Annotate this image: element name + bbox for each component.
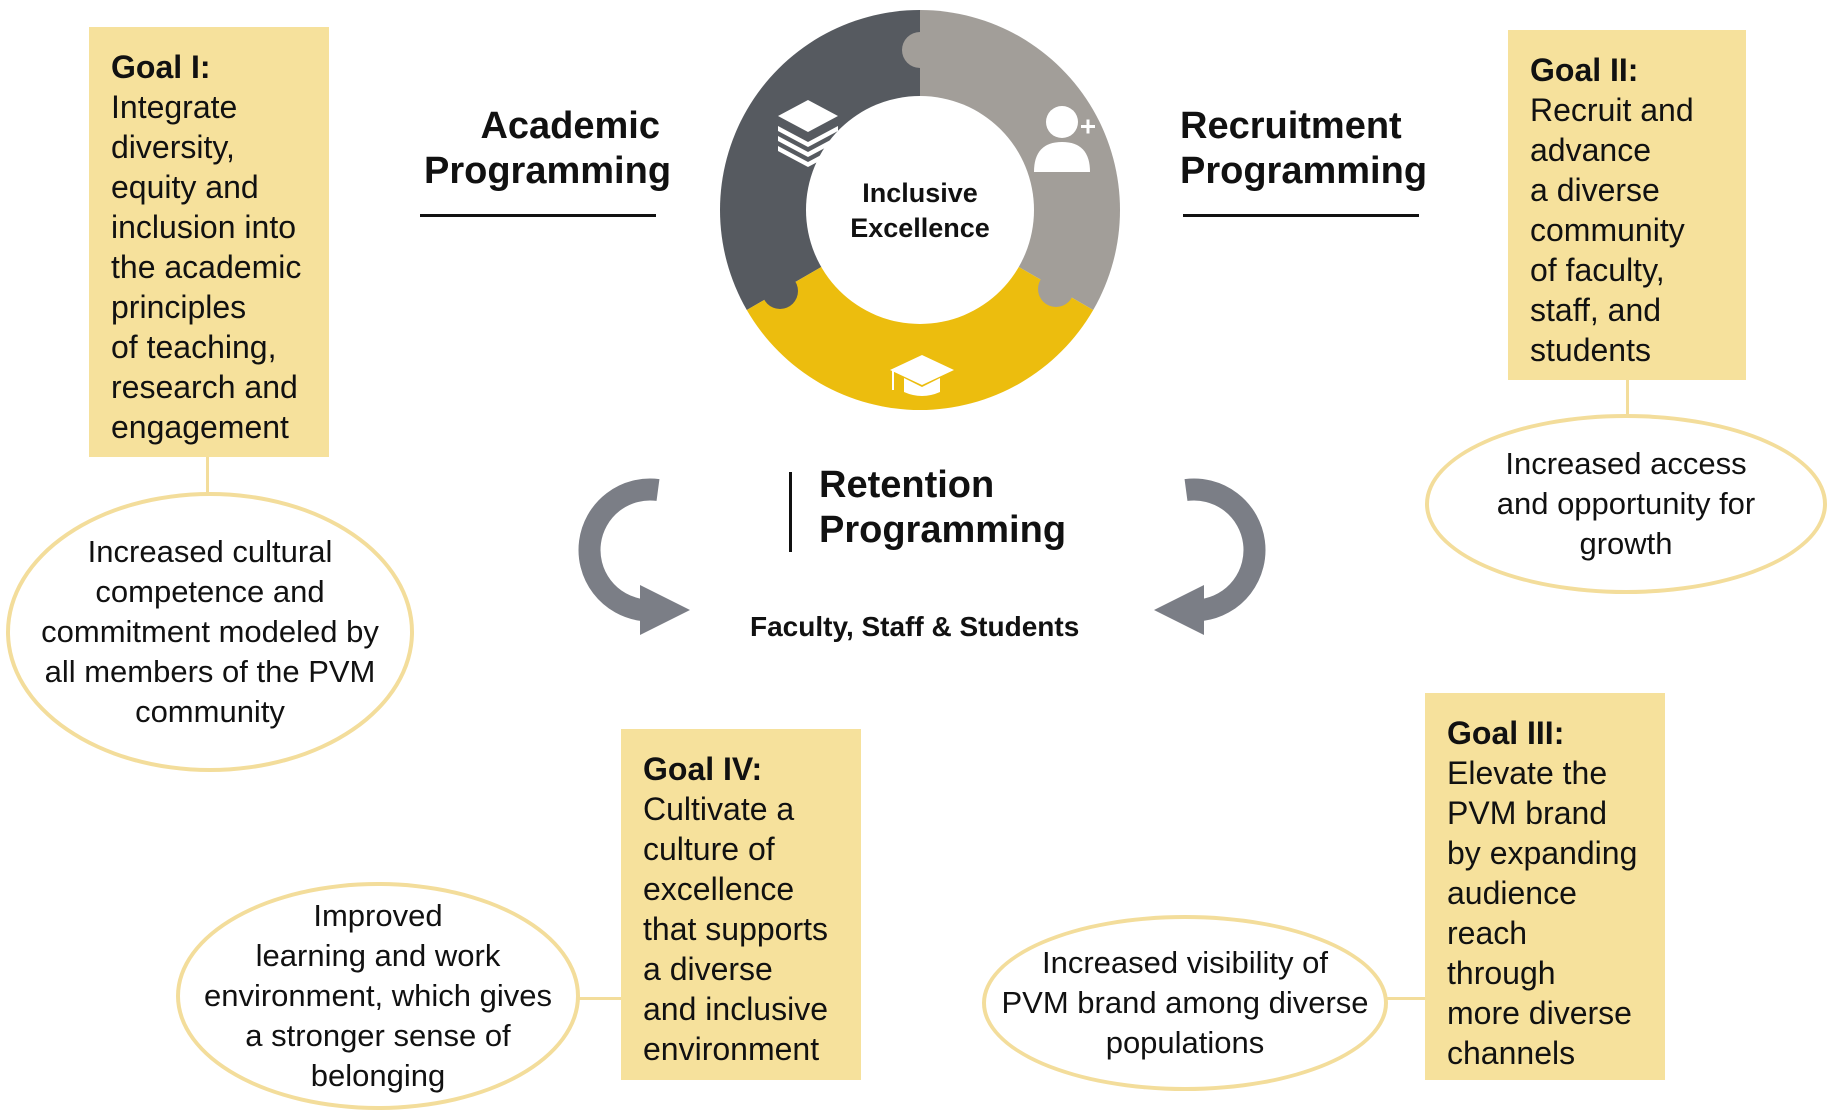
goal-2-connector — [1626, 380, 1629, 416]
right-circular-arrow — [1154, 478, 1266, 635]
academic-programming-title: Academic Programming — [424, 105, 672, 192]
retention-divider — [789, 472, 792, 552]
goal-1-title: Goal I: — [111, 49, 211, 85]
retention-programming-title: Retention Programming — [819, 464, 1067, 551]
puzzle-tab — [762, 273, 798, 309]
goal-4-connector — [578, 997, 621, 1000]
puzzle-tab — [902, 32, 938, 68]
outcome-2-text: Increased access and opportunity for gro… — [1496, 446, 1756, 561]
goal-4-text: Cultivate a culture of excellence that s… — [643, 791, 828, 1067]
outcome-3-text: Increased visibility of PVM brand among … — [1001, 945, 1369, 1060]
left-circular-arrow — [578, 478, 690, 635]
ring-segment-recruitment — [920, 10, 1120, 310]
goal-3-text: Elevate the PVM brand by expanding audie… — [1447, 755, 1638, 1071]
goal-2-title: Goal II: — [1530, 52, 1639, 88]
graduation-cap-icon — [890, 355, 954, 396]
recruitment-programming-title: Recruitment Programming — [1180, 105, 1428, 192]
add-person-icon — [1034, 106, 1095, 172]
goal-2-box: Goal II: Recruit and advance a diverse c… — [1508, 30, 1746, 380]
goal-1-text: Integrate diversity, equity and inclusio… — [111, 89, 302, 445]
outcome-3-ellipse: Increased visibility of PVM brand among … — [982, 915, 1388, 1091]
academic-underline — [420, 214, 656, 217]
goal-1-connector — [206, 457, 209, 494]
recruitment-underline — [1183, 214, 1419, 217]
center-label-line2: Excellence — [850, 213, 990, 243]
outcome-1-ellipse: Increased cultural competence and commit… — [6, 492, 414, 772]
goal-3-connector — [1386, 997, 1425, 1000]
ring-segment-retention — [746, 210, 1094, 410]
goal-2-text: Recruit and advance a diverse community … — [1530, 92, 1694, 368]
center-label-line1: Inclusive — [862, 178, 978, 208]
outcome-1-text: Increased cultural competence and commit… — [41, 534, 379, 729]
outcome-4-text: Improved learning and work environment, … — [203, 898, 553, 1093]
outcome-4-ellipse: Improved learning and work environment, … — [176, 882, 580, 1110]
outcome-2-ellipse: Increased access and opportunity for gro… — [1425, 414, 1827, 594]
goal-3-box: Goal III: Elevate the PVM brand by expan… — [1425, 693, 1665, 1080]
goal-3-title: Goal III: — [1447, 715, 1565, 751]
goal-4-title: Goal IV: — [643, 751, 763, 787]
goal-4-box: Goal IV: Cultivate a culture of excellen… — [621, 729, 861, 1080]
audience-label: Faculty, Staff & Students — [750, 611, 1080, 642]
books-stack-icon — [778, 100, 838, 167]
puzzle-tab — [1038, 271, 1074, 307]
goal-1-box: Goal I: Integrate diversity, equity and … — [89, 27, 329, 457]
